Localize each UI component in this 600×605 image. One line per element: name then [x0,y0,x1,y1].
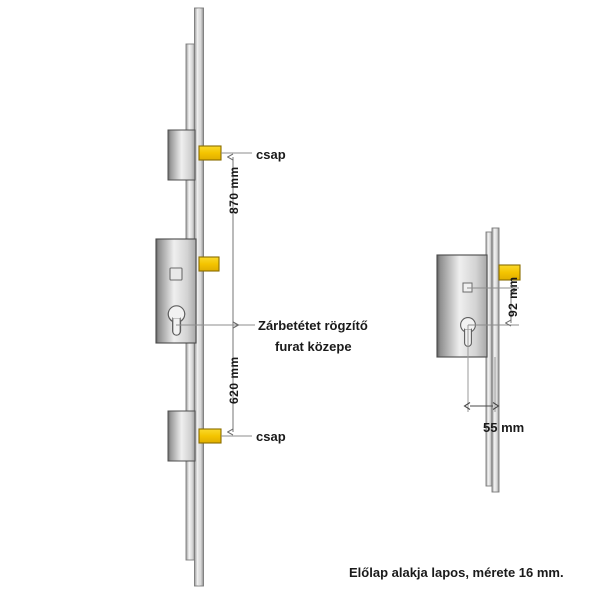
label-csap-bottom: csap [256,429,286,444]
label-csap-top: csap [256,147,286,162]
top-bolt-block [167,129,196,181]
label-dim-55: 55 mm [483,420,525,435]
label-dim-92: 92 mm [506,276,520,317]
top-pin [198,145,222,161]
label-dim-870: 870 mm [227,166,241,214]
mid-pin [198,256,220,272]
bottom-pin [198,428,222,444]
label-cylinder-hole-line2: furat közepe [275,339,352,354]
front-view-group [155,7,255,587]
label-cylinder-hole-line1: Zárbetétet rögzítő [258,318,368,333]
lock-case [155,238,197,344]
label-dim-620: 620 mm [227,356,241,404]
bottom-bolt-block [167,410,196,462]
side-lock-case [436,254,488,358]
side-view-group [436,227,521,493]
side-pin [498,264,521,281]
footnote-text: Előlap alakja lapos, mérete 16 mm. [349,565,564,580]
